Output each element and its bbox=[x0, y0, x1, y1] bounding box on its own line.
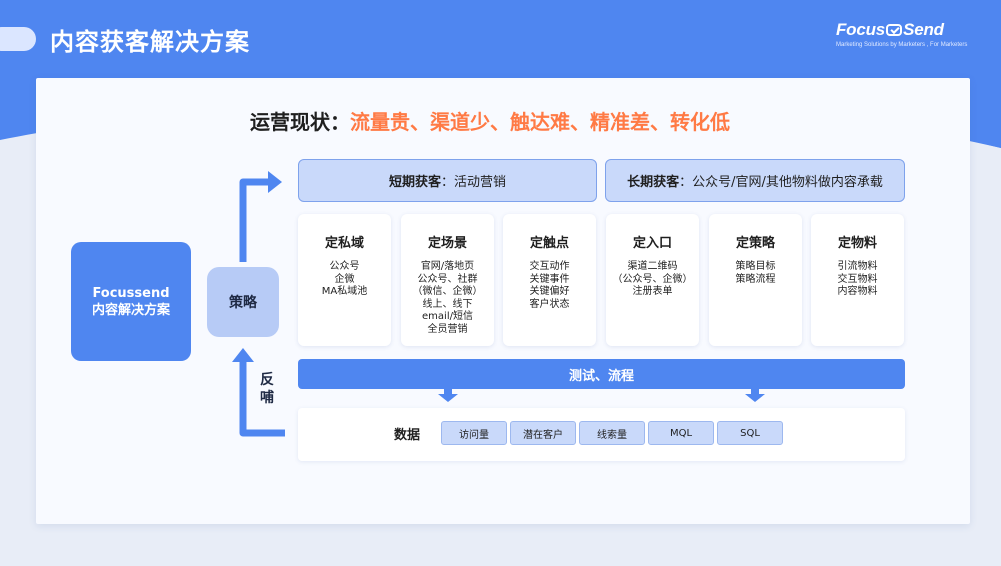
module-card-materials: 定物料 引流物料 交互物料 内容物料 bbox=[811, 214, 904, 346]
module-item: 策略目标 bbox=[735, 261, 776, 272]
module-item: 关键偏好 bbox=[529, 286, 570, 298]
data-chip-leads: 线索量 bbox=[579, 421, 645, 445]
module-item: 交互物料 bbox=[837, 273, 878, 285]
module-items: 策略目标 策略流程 bbox=[709, 261, 802, 286]
module-item: 官网/落地页 bbox=[420, 261, 475, 272]
module-item: （微信、企微） bbox=[412, 286, 483, 298]
data-label: 数据 bbox=[394, 428, 421, 443]
module-title: 定触点 bbox=[529, 236, 569, 251]
data-chip-sql: SQL bbox=[717, 421, 783, 445]
module-item: 公众号 bbox=[329, 261, 360, 272]
data-chip-visits: 访问量 bbox=[441, 421, 507, 445]
feedback-label: 反哺 bbox=[260, 372, 274, 406]
header-accent-pill bbox=[0, 27, 36, 51]
module-items: 渠道二维码 （公众号、企微） 注册表单 bbox=[606, 261, 699, 299]
module-title: 定物料 bbox=[837, 236, 877, 251]
module-card-scenario: 定场景 官网/落地页 公众号、社群 （微信、企微） 线上、线下 email/短信… bbox=[401, 214, 494, 346]
long-term-desc: 公众号/官网/其他物料做内容承载 bbox=[692, 175, 883, 190]
module-item: MA私域池 bbox=[321, 286, 368, 298]
logo-name-right: Send bbox=[903, 20, 944, 39]
feedback-arrow bbox=[232, 348, 285, 437]
module-item: 企微 bbox=[334, 273, 355, 285]
module-item: 引流物料 bbox=[837, 261, 878, 272]
logo-tagline: Marketing Solutions by Marketers , For M… bbox=[836, 42, 968, 48]
headline-problems: 流量贵、渠道少、触达难、精准差、转化低 bbox=[350, 110, 730, 134]
module-title: 定私域 bbox=[324, 236, 364, 251]
module-items: 官网/落地页 公众号、社群 （微信、企微） 线上、线下 email/短信 全员营… bbox=[401, 261, 494, 337]
module-item: 交互动作 bbox=[529, 261, 570, 272]
solution-box: Focussend 内容解决方案 bbox=[71, 242, 191, 361]
solution-line1: Focussend bbox=[92, 285, 170, 301]
logo-name-left: Focus bbox=[836, 20, 886, 39]
data-chip-prospects: 潜在客户 bbox=[510, 421, 576, 445]
module-item: 渠道二维码 bbox=[627, 261, 678, 272]
module-card-touchpoint: 定触点 交互动作 关键事件 关键偏好 客户状态 bbox=[503, 214, 596, 346]
strategy-box: 策略 bbox=[207, 267, 279, 337]
module-item: 全员营销 bbox=[427, 323, 468, 335]
module-card-private-domain: 定私域 公众号 企微 MA私域池 bbox=[298, 214, 391, 346]
brand-logo: Focus Send Marketing Solutions by Market… bbox=[836, 20, 976, 48]
strategy-up-arrow bbox=[239, 171, 282, 262]
module-title: 定入口 bbox=[632, 236, 672, 251]
module-item: 客户状态 bbox=[529, 298, 570, 310]
page-title: 内容获客解决方案 bbox=[50, 28, 250, 56]
module-item: 策略流程 bbox=[735, 273, 776, 285]
test-down-arrow-left bbox=[438, 389, 458, 402]
module-item: email/短信 bbox=[422, 311, 473, 323]
module-card-strategy: 定策略 策略目标 策略流程 bbox=[709, 214, 802, 346]
module-item: 关键事件 bbox=[529, 273, 570, 285]
test-flow-bar: 测试、流程 bbox=[298, 359, 905, 389]
data-chip-mql: MQL bbox=[648, 421, 714, 445]
headline-lead: 运营现状： bbox=[250, 110, 350, 134]
module-items: 公众号 企微 MA私域池 bbox=[298, 261, 391, 299]
test-down-arrow-right bbox=[745, 389, 765, 402]
module-items: 交互动作 关键事件 关键偏好 客户状态 bbox=[503, 261, 596, 311]
long-term-acquisition-box: 长期获客：公众号/官网/其他物料做内容承载 bbox=[605, 159, 905, 202]
short-term-sep: ： bbox=[440, 175, 454, 190]
module-title: 定场景 bbox=[427, 236, 467, 251]
short-term-acquisition-box: 短期获客：活动营销 bbox=[298, 159, 597, 202]
module-item: 内容物料 bbox=[837, 286, 878, 298]
logo-check-icon bbox=[886, 24, 903, 36]
solution-line2: 内容解决方案 bbox=[91, 302, 170, 318]
module-item: （公众号、企微） bbox=[612, 273, 693, 285]
module-item: 注册表单 bbox=[632, 286, 673, 298]
module-items: 引流物料 交互物料 内容物料 bbox=[811, 261, 904, 299]
long-term-title: 长期获客 bbox=[627, 175, 680, 190]
module-title: 定策略 bbox=[735, 236, 775, 251]
module-item: 线上、线下 bbox=[422, 298, 473, 310]
module-card-entry: 定入口 渠道二维码 （公众号、企微） 注册表单 bbox=[606, 214, 699, 346]
short-term-desc: 活动营销 bbox=[454, 175, 507, 190]
short-term-title: 短期获客 bbox=[388, 175, 441, 190]
module-item: 公众号、社群 bbox=[417, 273, 478, 285]
long-term-sep: ： bbox=[679, 175, 693, 190]
status-headline: 运营现状：流量贵、渠道少、触达难、精准差、转化低 bbox=[250, 106, 730, 135]
